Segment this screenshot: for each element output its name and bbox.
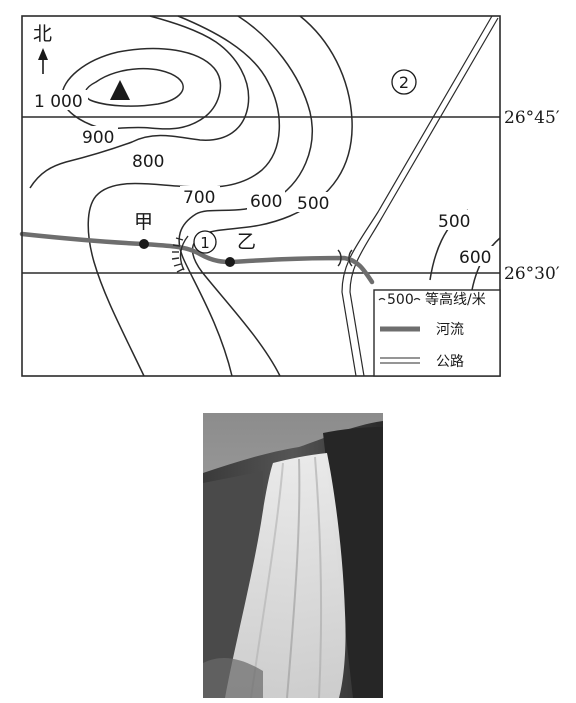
site-1-circle [193,230,217,254]
road-line-outer [341,15,493,377]
contour-line-800 [29,15,250,189]
place-label-yi: 乙 [237,231,256,253]
legend-road-label: 公路 [436,354,464,370]
contour-label-500-west: 500 [297,194,329,214]
site-2-circle [391,69,417,95]
waterfall-photo [203,413,383,698]
contour-label-900: 900 [82,128,114,148]
latitude-label-north: 26°45′ [504,108,560,128]
river-line [19,231,375,285]
contour-label-600-west: 600 [250,192,282,212]
contour-label-1000: 1 000 [34,92,83,112]
site-1-label: 1 [200,234,210,252]
peak-triangle-icon [110,80,130,100]
legend-contour-sample: 500 [387,292,414,308]
contour-label-800: 800 [132,152,164,172]
bridge-symbol [337,249,353,267]
road-line-inner [349,17,499,377]
map-frame [21,15,501,377]
point-jia-marker [139,239,149,249]
contour-line-700 [87,15,281,377]
contour-label-700: 700 [183,188,215,208]
contour-label-500-east: 500 [438,212,470,232]
latitude-label-south: 26°30′ [504,264,560,284]
north-label: 北 [33,23,52,45]
contour-map: 500 等高线/米 河流 公路 北 1 000 900 800 700 600 … [19,15,560,377]
north-arrow [38,48,48,74]
waterfall-stream [225,453,346,698]
site-2-label: 2 [399,73,409,92]
contour-label-600-east: 600 [459,248,491,268]
contour-line-600-west [178,15,313,377]
contour-line-1000 [84,68,184,107]
point-yi-marker [225,257,235,267]
legend: 500 等高线/米 河流 公路 [373,289,501,377]
place-label-jia: 甲 [134,211,153,233]
legend-river-label: 河流 [436,322,464,338]
cliff-hachure-symbol [171,235,189,273]
contour-line-500-west [191,15,353,377]
legend-contour-label: 等高线/米 [425,291,486,308]
